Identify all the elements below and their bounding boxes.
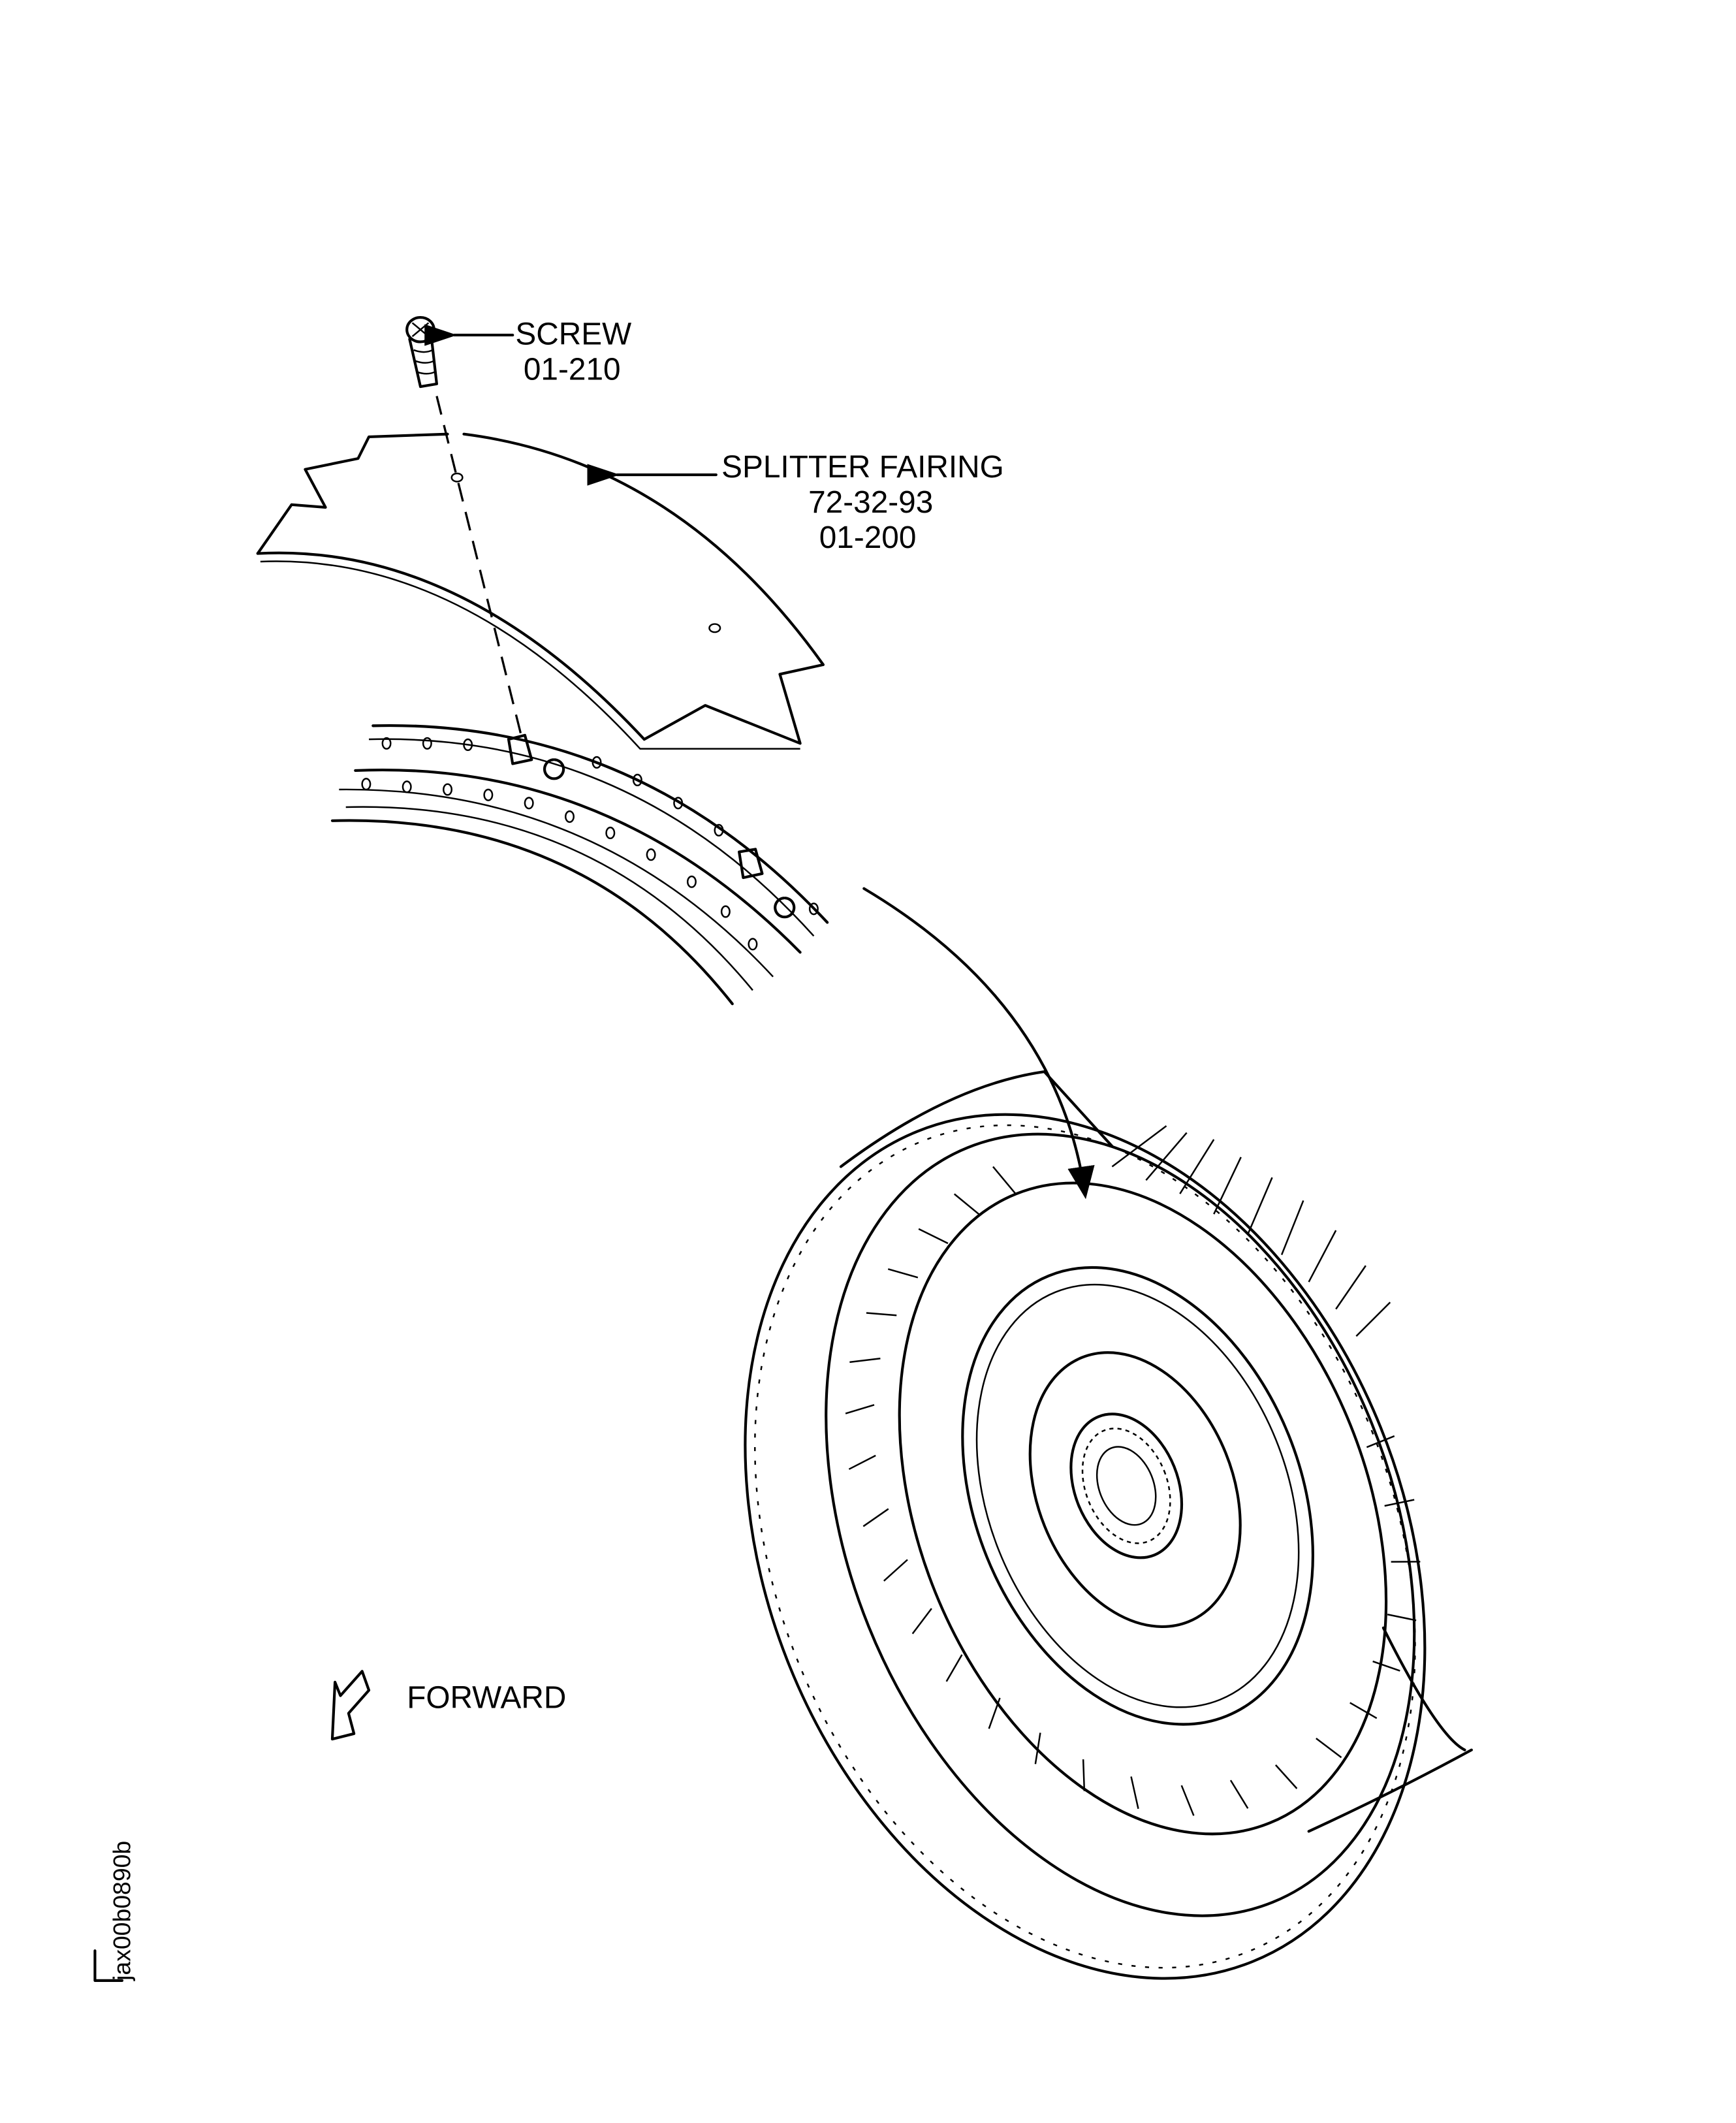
outlet-guide-vanes	[1111, 1125, 1391, 1337]
engine-fan-assembly	[744, 1113, 1427, 1980]
figure-id: jax00b0890b	[108, 1841, 135, 1981]
splitter-ring-segment	[330, 724, 829, 1006]
screw-part	[405, 316, 438, 389]
engine-nacelle-outline	[839, 1070, 1473, 1833]
splitter-fairing-reference: 72-32-93	[808, 485, 933, 520]
splitter-fairing-label: SPLITTER FAIRING	[721, 450, 1004, 485]
installation-line	[435, 396, 524, 740]
splitter-fairing-item-number: 01-200	[819, 520, 917, 555]
screw-label: SCREW	[515, 317, 631, 352]
splitter-fairing-part	[256, 432, 825, 750]
forward-label: FORWARD	[407, 1680, 566, 1715]
corner-mark	[93, 1949, 124, 1982]
location-arrow	[862, 887, 1095, 1200]
forward-arrow-icon	[330, 1670, 371, 1741]
screw-item-number: 01-210	[524, 353, 621, 387]
